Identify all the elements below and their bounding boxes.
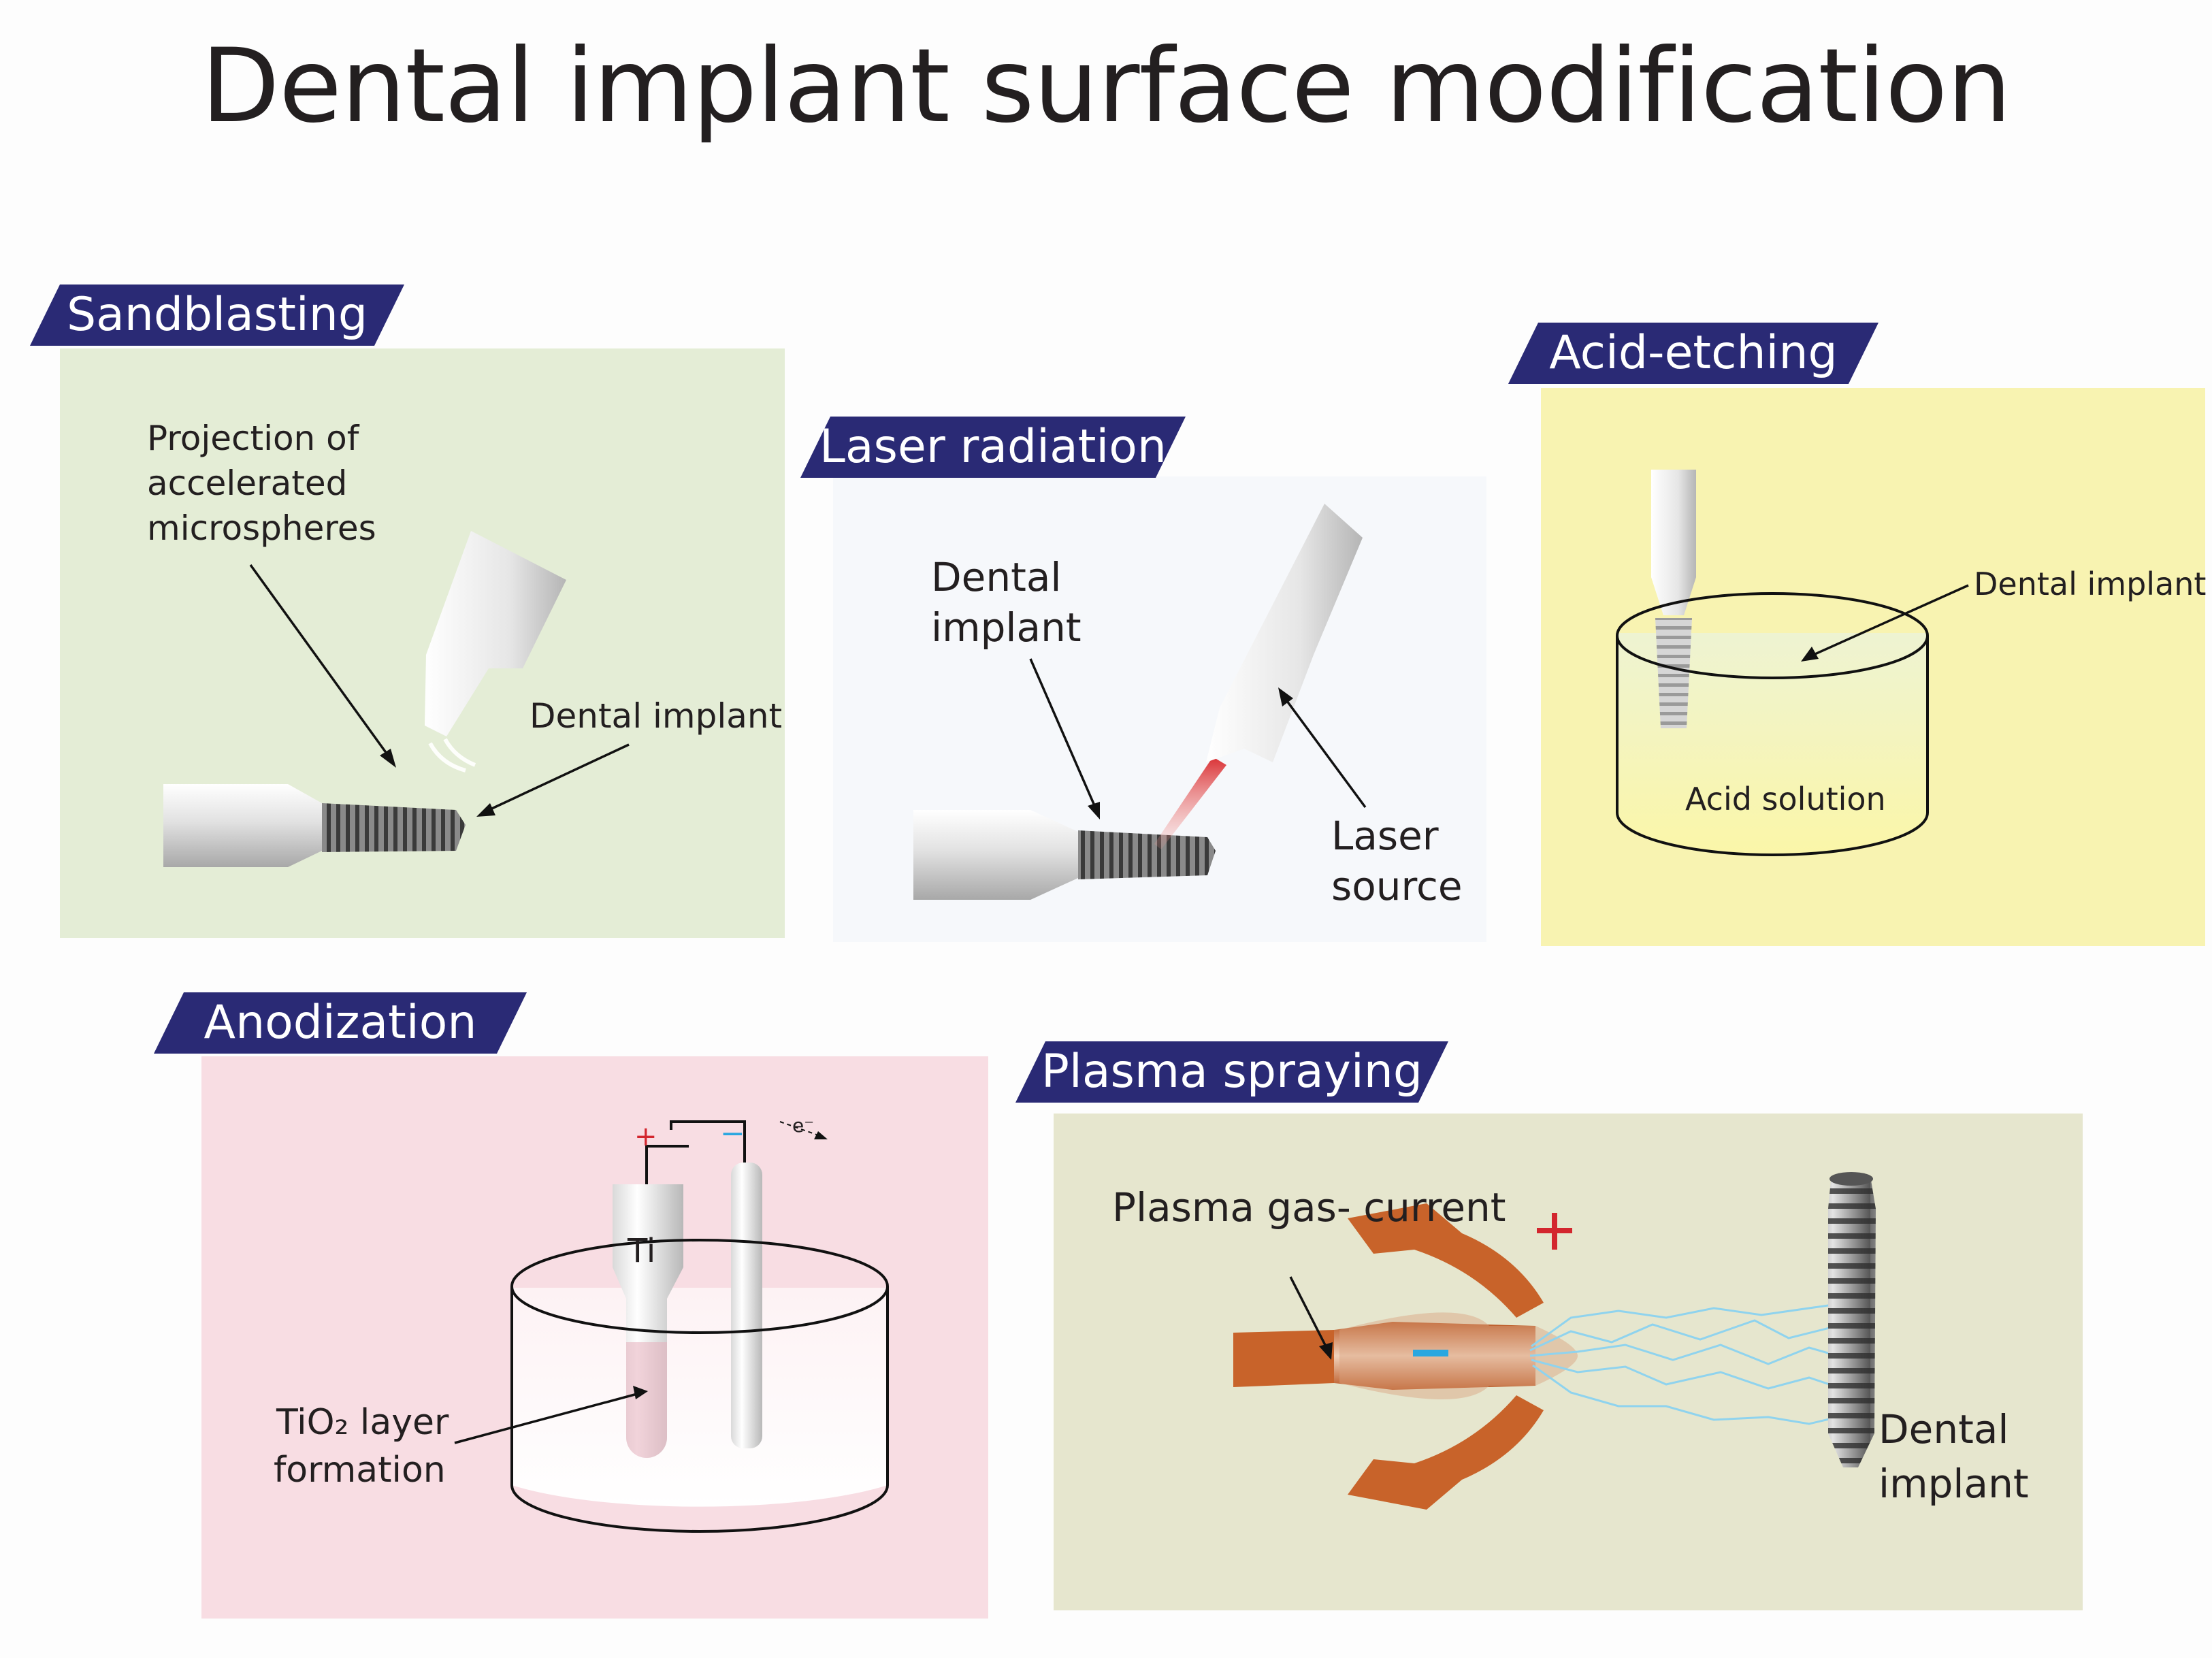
implant-holder-shape bbox=[913, 810, 1078, 900]
laser-source-shape bbox=[1206, 504, 1363, 762]
sandblasting-illustration bbox=[163, 531, 630, 867]
label-implant-line-2: implant bbox=[1878, 1461, 2029, 1507]
label-electron: e⁻ bbox=[792, 1114, 815, 1137]
label-plus: + bbox=[634, 1121, 657, 1152]
label-implant-line-1: Dental bbox=[1878, 1406, 2009, 1452]
counter-electrode-shape bbox=[731, 1163, 762, 1448]
implant-shape bbox=[1828, 1176, 1876, 1467]
arrow-source bbox=[1284, 697, 1367, 809]
acid-etching-illustration bbox=[1616, 470, 1969, 856]
implant-holder-shape bbox=[1651, 470, 1696, 615]
panel-laser-radiation: Dental implant Laser source bbox=[833, 476, 1486, 942]
arrow-implant bbox=[1810, 584, 1969, 657]
laser-illustration bbox=[913, 504, 1367, 900]
banner-anodization: Anodization bbox=[154, 992, 527, 1054]
implant-holder-shape bbox=[163, 784, 322, 867]
label-projection-line-3: microspheres bbox=[147, 508, 376, 548]
torch-upper-electrode bbox=[1348, 1203, 1544, 1318]
wire-cathode bbox=[670, 1120, 746, 1163]
beaker-wall-shape bbox=[1616, 636, 1929, 856]
banner-acid-etching-title: Acid-etching bbox=[1549, 326, 1838, 380]
arrow-gas bbox=[1289, 1276, 1329, 1350]
label-dental-implant: Dental implant bbox=[530, 696, 783, 736]
panel-sandblasting: Projection of accelerated microspheres D… bbox=[60, 348, 785, 938]
bath-wall-shape bbox=[510, 1286, 889, 1533]
label-projection-line-1: Projection of bbox=[147, 419, 359, 458]
bath-liquid-shape bbox=[512, 1288, 888, 1507]
anodization-illustration bbox=[454, 1120, 889, 1533]
banner-plasma-spraying: Plasma spraying bbox=[1015, 1041, 1448, 1103]
laser-beam-shape bbox=[1154, 757, 1226, 849]
label-layer-line-2: formation bbox=[274, 1450, 446, 1491]
banner-sandblasting: Sandblasting bbox=[30, 285, 404, 346]
sandblast-nozzle-shape bbox=[425, 531, 566, 736]
banner-sandblasting-title: Sandblasting bbox=[66, 288, 368, 342]
banner-acid-etching: Acid-etching bbox=[1508, 323, 1878, 384]
banner-laser-radiation-title: Laser radiation bbox=[819, 420, 1167, 474]
label-acid-solution: Acid solution bbox=[1685, 781, 1886, 817]
plasma-arcs bbox=[1529, 1303, 1838, 1425]
label-source-line-1: Laser bbox=[1331, 813, 1439, 859]
arrow-implant bbox=[1029, 658, 1097, 809]
label-projection-line-2: accelerated bbox=[147, 464, 348, 503]
implant-thread-shape bbox=[1078, 830, 1216, 879]
banner-laser-radiation: Laser radiation bbox=[800, 417, 1186, 478]
label-implant-line-2: implant bbox=[931, 604, 1081, 651]
torch-rear-shape bbox=[1233, 1330, 1334, 1387]
label-source-line-2: source bbox=[1331, 863, 1463, 909]
label-dental-implant: Dental implant bbox=[1974, 566, 2207, 602]
label-plasma-gas: Plasma gas- current bbox=[1112, 1184, 1506, 1231]
torch-lower-electrode bbox=[1348, 1395, 1544, 1510]
label-layer-line-1: TiO₂ layer bbox=[276, 1402, 449, 1443]
label-ti: Ti bbox=[628, 1232, 656, 1270]
label-implant-line-1: Dental bbox=[931, 554, 1062, 600]
panel-anodization: + − e⁻ Ti TiO₂ layer formation bbox=[201, 1056, 988, 1619]
arrow-layer bbox=[454, 1393, 638, 1444]
banner-plasma-spraying-title: Plasma spraying bbox=[1041, 1045, 1423, 1099]
implant-thread-shape bbox=[1655, 618, 1692, 728]
arrow-projection bbox=[249, 564, 393, 762]
arrow-implant bbox=[485, 743, 630, 813]
implant-thread-shape bbox=[322, 803, 466, 852]
panel-plasma-spraying: Plasma gas- current Dental implant bbox=[1054, 1114, 2083, 1610]
label-minus: − bbox=[720, 1116, 745, 1151]
beaker-liquid-shape bbox=[1617, 633, 1928, 855]
panel-acid-etching: Dental implant Acid solution bbox=[1541, 388, 2207, 946]
wire-anode bbox=[645, 1145, 689, 1184]
banner-anodization-title: Anodization bbox=[204, 996, 477, 1050]
plasma-illustration bbox=[1233, 1172, 1876, 1510]
page-title: Dental implant surface modification bbox=[201, 27, 2011, 146]
